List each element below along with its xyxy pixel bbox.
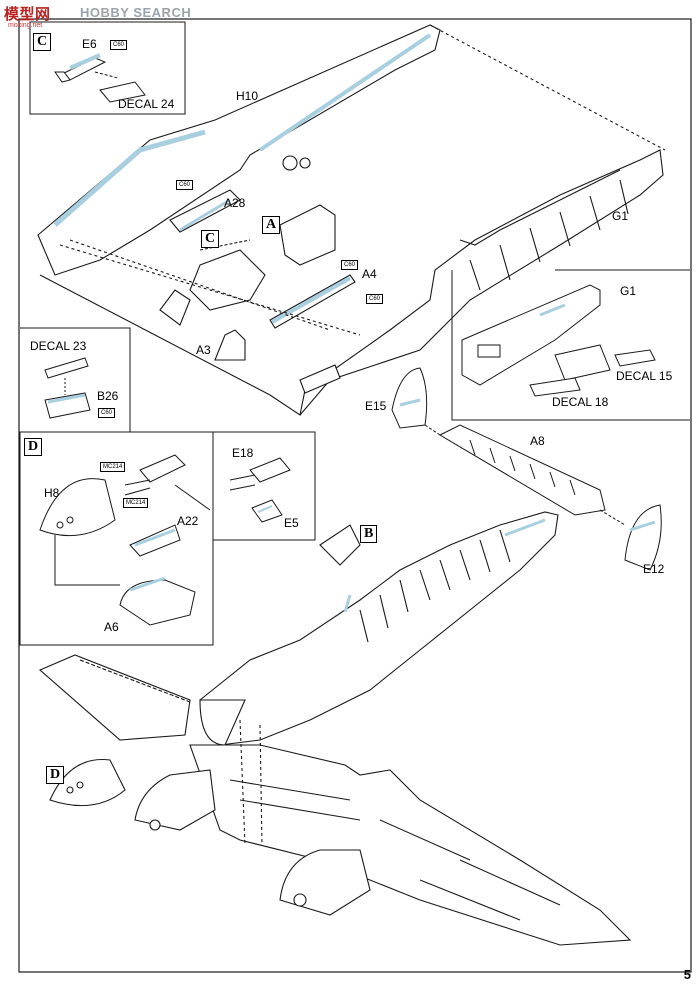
page-number: 5 (683, 967, 691, 982)
step-marker-d-inset: D (24, 438, 43, 456)
part-label-g1: G1 (612, 209, 629, 223)
part-label-e12: E12 (643, 562, 665, 576)
paint-label-c60-c: C60 (366, 294, 384, 304)
part-label-e15: E15 (365, 399, 387, 413)
step-marker-c: C (201, 230, 220, 248)
step-marker-d: D (46, 766, 65, 784)
inset-d-parts (39, 454, 291, 626)
tailplane-assembly (391, 367, 662, 571)
part-label-a4: A4 (362, 267, 377, 281)
step-marker-c-inset: C (33, 33, 52, 51)
panel-divider (20, 327, 131, 432)
page-frame (18, 18, 692, 973)
fuselage-upper-assembly (37, 24, 666, 416)
paint-label-mc214-a: MC214 (100, 462, 126, 472)
paint-label-c60-b: C60 (341, 260, 359, 270)
paint-label-c60-a: C60 (176, 180, 194, 190)
watermark-url: moxing.net (8, 22, 43, 29)
part-label-a8: A8 (530, 434, 545, 448)
fuselage-lower-assembly (199, 511, 559, 746)
paint-label-c60-d: C60 (98, 408, 116, 418)
step-marker-a: A (262, 216, 281, 234)
part-label-g1-detail: G1 (620, 284, 637, 298)
part-label-e5: E5 (284, 516, 299, 530)
part-label-a28: A28 (224, 196, 246, 210)
decal-label-24: DECAL 24 (118, 97, 175, 111)
tail-panel-divider (451, 269, 690, 421)
inset-c-part-e6 (54, 53, 146, 103)
decal-label-15: DECAL 15 (616, 369, 673, 383)
part-label-h8: H8 (44, 486, 60, 500)
part-label-a22: A22 (177, 514, 199, 528)
part-label-a6: A6 (104, 620, 119, 634)
decal-label-23: DECAL 23 (30, 339, 87, 353)
wing-assembly (38, 654, 632, 946)
watermark-brand: HOBBY SEARCH (80, 5, 192, 20)
decal-label-18: DECAL 18 (552, 395, 609, 409)
watermark-site: 模型网 (4, 6, 51, 23)
tail-detail-g1 (461, 284, 656, 397)
part-label-e18: E18 (232, 446, 254, 460)
paint-label-mc214-b: MC214 (123, 498, 149, 508)
part-label-b26: B26 (97, 389, 119, 403)
step-marker-b: B (360, 525, 378, 543)
paint-label-c60-inset: C60 (110, 40, 128, 50)
part-label-e6: E6 (82, 37, 97, 51)
part-label-h10: H10 (236, 89, 259, 103)
decal-23-part (44, 357, 91, 419)
part-label-a3: A3 (196, 343, 211, 357)
